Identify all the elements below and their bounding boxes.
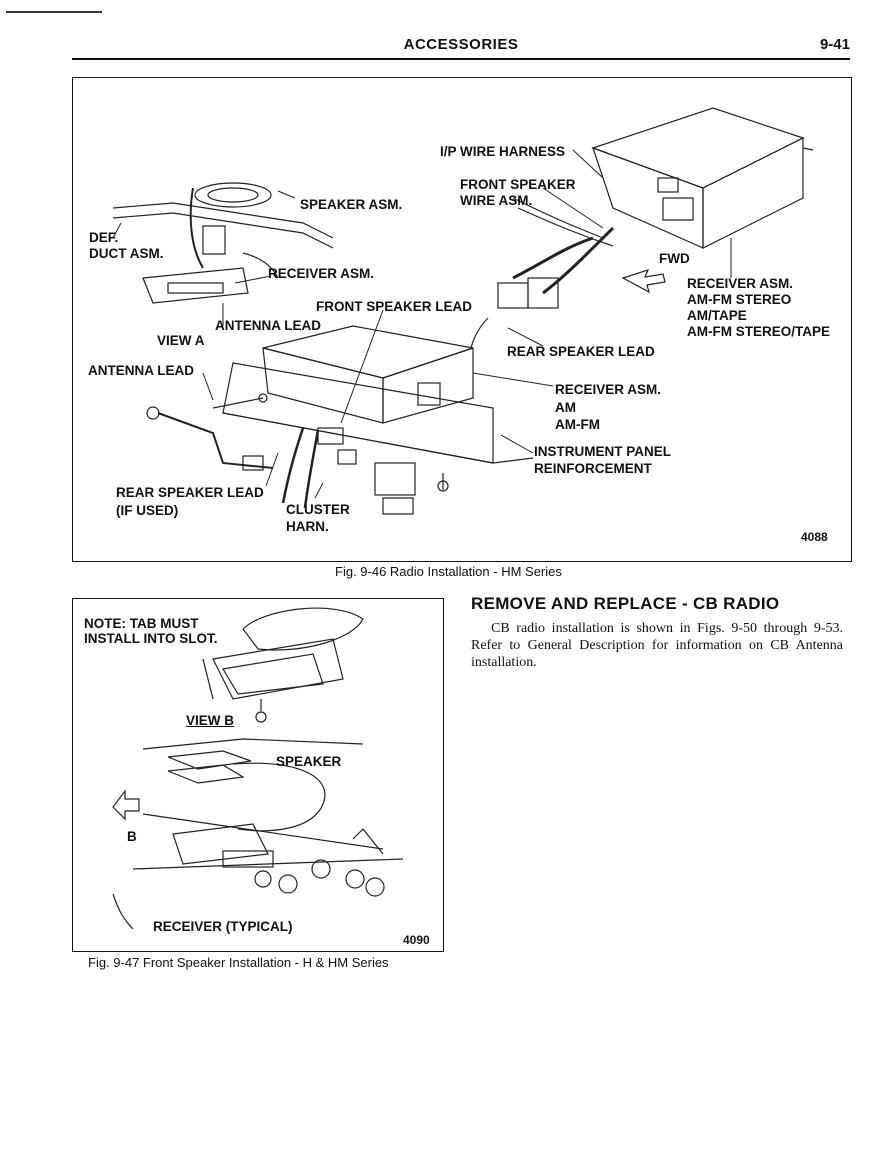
label-reinforcement: REINFORCEMENT [534,461,652,476]
label-duct-asm: DUCT ASM. [89,246,164,261]
label-if-used: (IF USED) [116,503,179,518]
label-harn: HARN. [286,519,329,534]
label-cluster: CLUSTER [286,502,350,517]
header-title: ACCESSORIES [403,36,519,53]
label-rear-speaker-lead-right: REAR SPEAKER LEAD [507,344,655,359]
receiver-typical-drawing [112,762,404,930]
label-front-speaker-wire-1: FRONT SPEAKER [460,177,576,192]
label-antenna-lead-view-a: ANTENNA LEAD [215,318,321,333]
label-view-b: VIEW B [186,713,235,728]
label-receiver-asm-view-a: RECEIVER ASM. [268,266,375,281]
header-page-number: 9-41 [819,36,850,53]
main-receiver-drawing [222,325,534,464]
label-b-marker: B [127,829,137,844]
speaker-drawing [142,738,364,784]
label-fwd: FWD [659,251,690,266]
upper-receiver-drawing [591,107,814,249]
label-receiver-asm-right: RECEIVER ASM. [687,276,794,291]
label-speaker: SPEAKER [276,754,342,769]
label-rear-speaker-lead: REAR SPEAKER LEAD [116,485,264,500]
leader-lines [112,149,732,499]
label-speaker-asm: SPEAKER ASM. [300,197,403,212]
label-antenna-lead: ANTENNA LEAD [88,363,194,378]
figure-front-speaker-installation: NOTE: TAB MUST INSTALL INTO SLOT. VIEW B… [72,598,444,952]
page-header: ACCESSORIES 9-41 [72,34,850,56]
label-note-tab: NOTE: TAB MUST [84,616,199,631]
label-am-fm-stereo-tape: AM-FM STEREO/TAPE [687,324,830,339]
fwd-arrow [621,269,666,294]
corner-mark [6,11,102,13]
figure-radio-installation: I/P WIRE HARNESS FRONT SPEAKER WIRE ASM.… [72,77,852,562]
label-receiver-asm-mid: RECEIVER ASM. [555,382,662,397]
label-front-speaker-wire-2: WIRE ASM. [460,193,533,208]
harness-drawing [470,197,615,349]
label-note-slot: INSTALL INTO SLOT. [84,631,218,646]
figure2-caption: Fig. 9-47 Front Speaker Installation - H… [88,955,389,970]
label-am-fm: AM-FM [555,417,600,432]
label-def: DEF. [89,230,119,245]
section-heading: REMOVE AND REPLACE - CB RADIO [471,594,780,613]
figure-number: 4090 [403,933,430,947]
label-ip-wire-harness: I/P WIRE HARNESS [440,144,566,159]
label-am-fm-stereo: AM-FM STEREO [687,292,792,307]
cluster-harness-drawing [281,427,449,515]
radio-installation-drawing [112,107,814,515]
antenna-bracket-drawing [146,393,274,471]
figure-number: 4088 [801,530,828,544]
front-speaker-drawing [112,607,404,930]
label-am-tape: AM/TAPE [687,308,747,323]
header-rule [72,58,850,60]
label-receiver-typical: RECEIVER (TYPICAL) [153,919,293,934]
label-am: AM [555,400,576,415]
view-a-drawing [112,182,334,304]
b-direction-arrow [112,789,140,821]
figure1-caption: Fig. 9-46 Radio Installation - HM Series [335,564,562,579]
view-b-drawing [202,607,364,723]
label-view-a: VIEW A [157,333,205,348]
label-front-speaker-lead: FRONT SPEAKER LEAD [316,299,473,314]
label-instrument-panel: INSTRUMENT PANEL [534,444,671,459]
section-body: CB radio installation is shown in Figs. … [471,621,843,670]
